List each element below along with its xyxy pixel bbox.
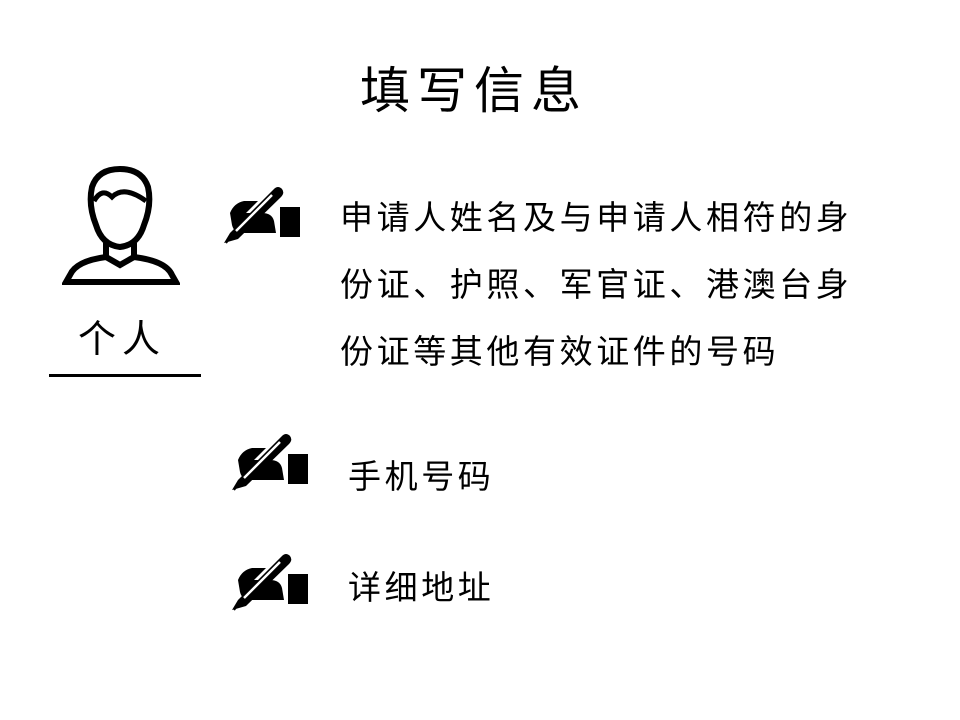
person-icon [62,165,180,285]
writing-hand-icon [230,552,310,612]
item-text: 申请人姓名及与申请人相符的身 [340,198,853,237]
item-text: 份证等其他有效证件的号码 [340,332,780,371]
item-text: 份证、护照、军官证、港澳台身 [340,265,853,304]
divider [49,374,201,377]
item-text: 详细地址 [348,568,495,607]
writing-hand-icon [230,432,310,492]
item-text: 手机号码 [348,457,495,496]
role-label: 个人 [78,317,167,361]
writing-hand-icon [222,185,302,245]
page-title: 填写信息 [360,62,588,120]
